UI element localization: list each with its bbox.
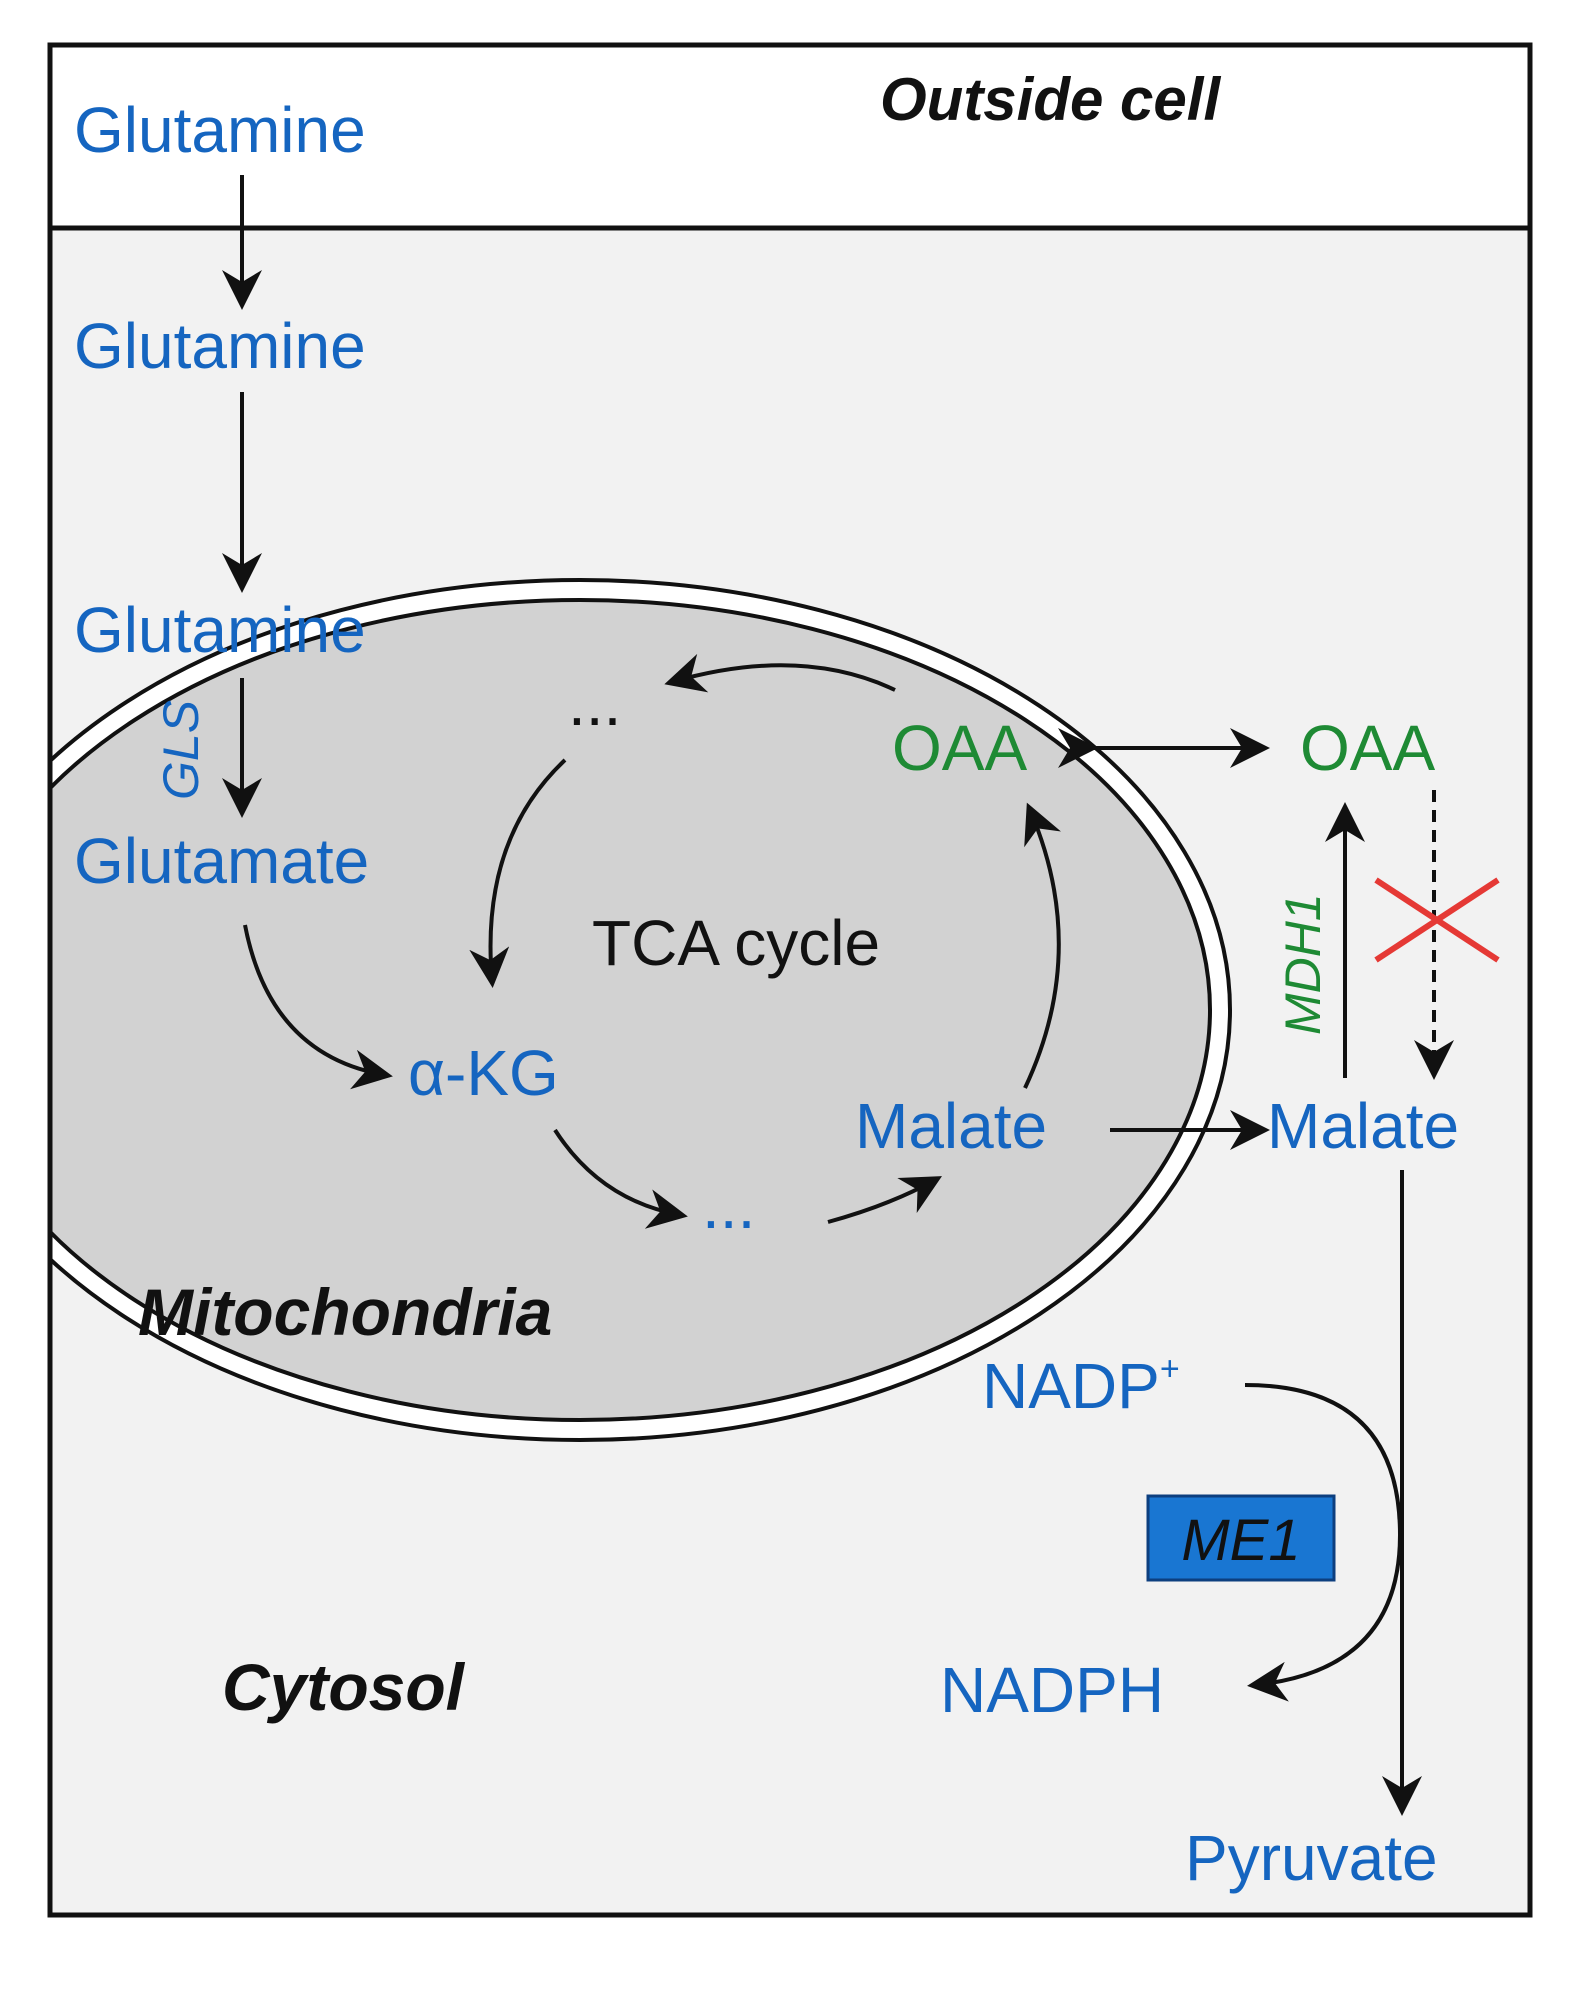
pyruvate-label: Pyruvate: [1185, 1822, 1438, 1894]
tca-cycle-label: TCA cycle: [592, 907, 880, 979]
oaa-mito-label: OAA: [892, 712, 1027, 784]
blocked-reaction-cross: [1374, 877, 1500, 963]
ellipsis-bottom: ...: [702, 1170, 755, 1242]
mdh1-enzyme-label: MDH1: [1275, 893, 1331, 1035]
glutamate-label: Glutamate: [74, 825, 369, 897]
glutamine-cytosol-label: Glutamine: [74, 310, 366, 382]
ellipsis-to-malate-arrow: [827, 1176, 942, 1224]
malate-cytosol-label: Malate: [1267, 1090, 1459, 1162]
cell-frame: [47, 42, 1533, 1918]
outside-cell-region: [50, 45, 1530, 228]
nadph-label: NADPH: [940, 1654, 1164, 1726]
oaa-to-ellipsis-arrow: [664, 653, 896, 693]
akg-to-ellipsis-arrow: [553, 1128, 688, 1229]
me1-enzyme-label: ME1: [1181, 1508, 1300, 1573]
mitochondria-label: Mitochondria: [138, 1275, 552, 1349]
glutamate-to-akg-arrow: [243, 924, 393, 1090]
oaa-cytosol-label: OAA: [1300, 712, 1435, 784]
glutamine-outside-label: Glutamine: [74, 94, 366, 166]
me1-enzyme-box: [1146, 1494, 1336, 1582]
nadp-to-nadph-arrow: [1244, 1383, 1403, 1702]
malate-to-oaa-arrow: [1023, 802, 1061, 1089]
ellipsis-to-akg-arrow: [469, 758, 567, 988]
cytosol-label: Cytosol: [222, 1650, 466, 1724]
gls-enzyme-label: GLS: [153, 700, 209, 800]
glutamine-mito-label: Glutamine: [74, 594, 366, 666]
nadp-label: NADP+: [982, 1350, 1180, 1422]
mitochondria-inner-membrane: [50, 598, 1212, 1422]
malate-mito-label: Malate: [855, 1090, 1047, 1162]
ellipsis-top: ...: [568, 667, 621, 739]
akg-label: α-KG: [408, 1037, 559, 1109]
nadp-superscript: +: [1160, 1350, 1180, 1388]
outside-cell-label: Outside cell: [880, 66, 1221, 133]
